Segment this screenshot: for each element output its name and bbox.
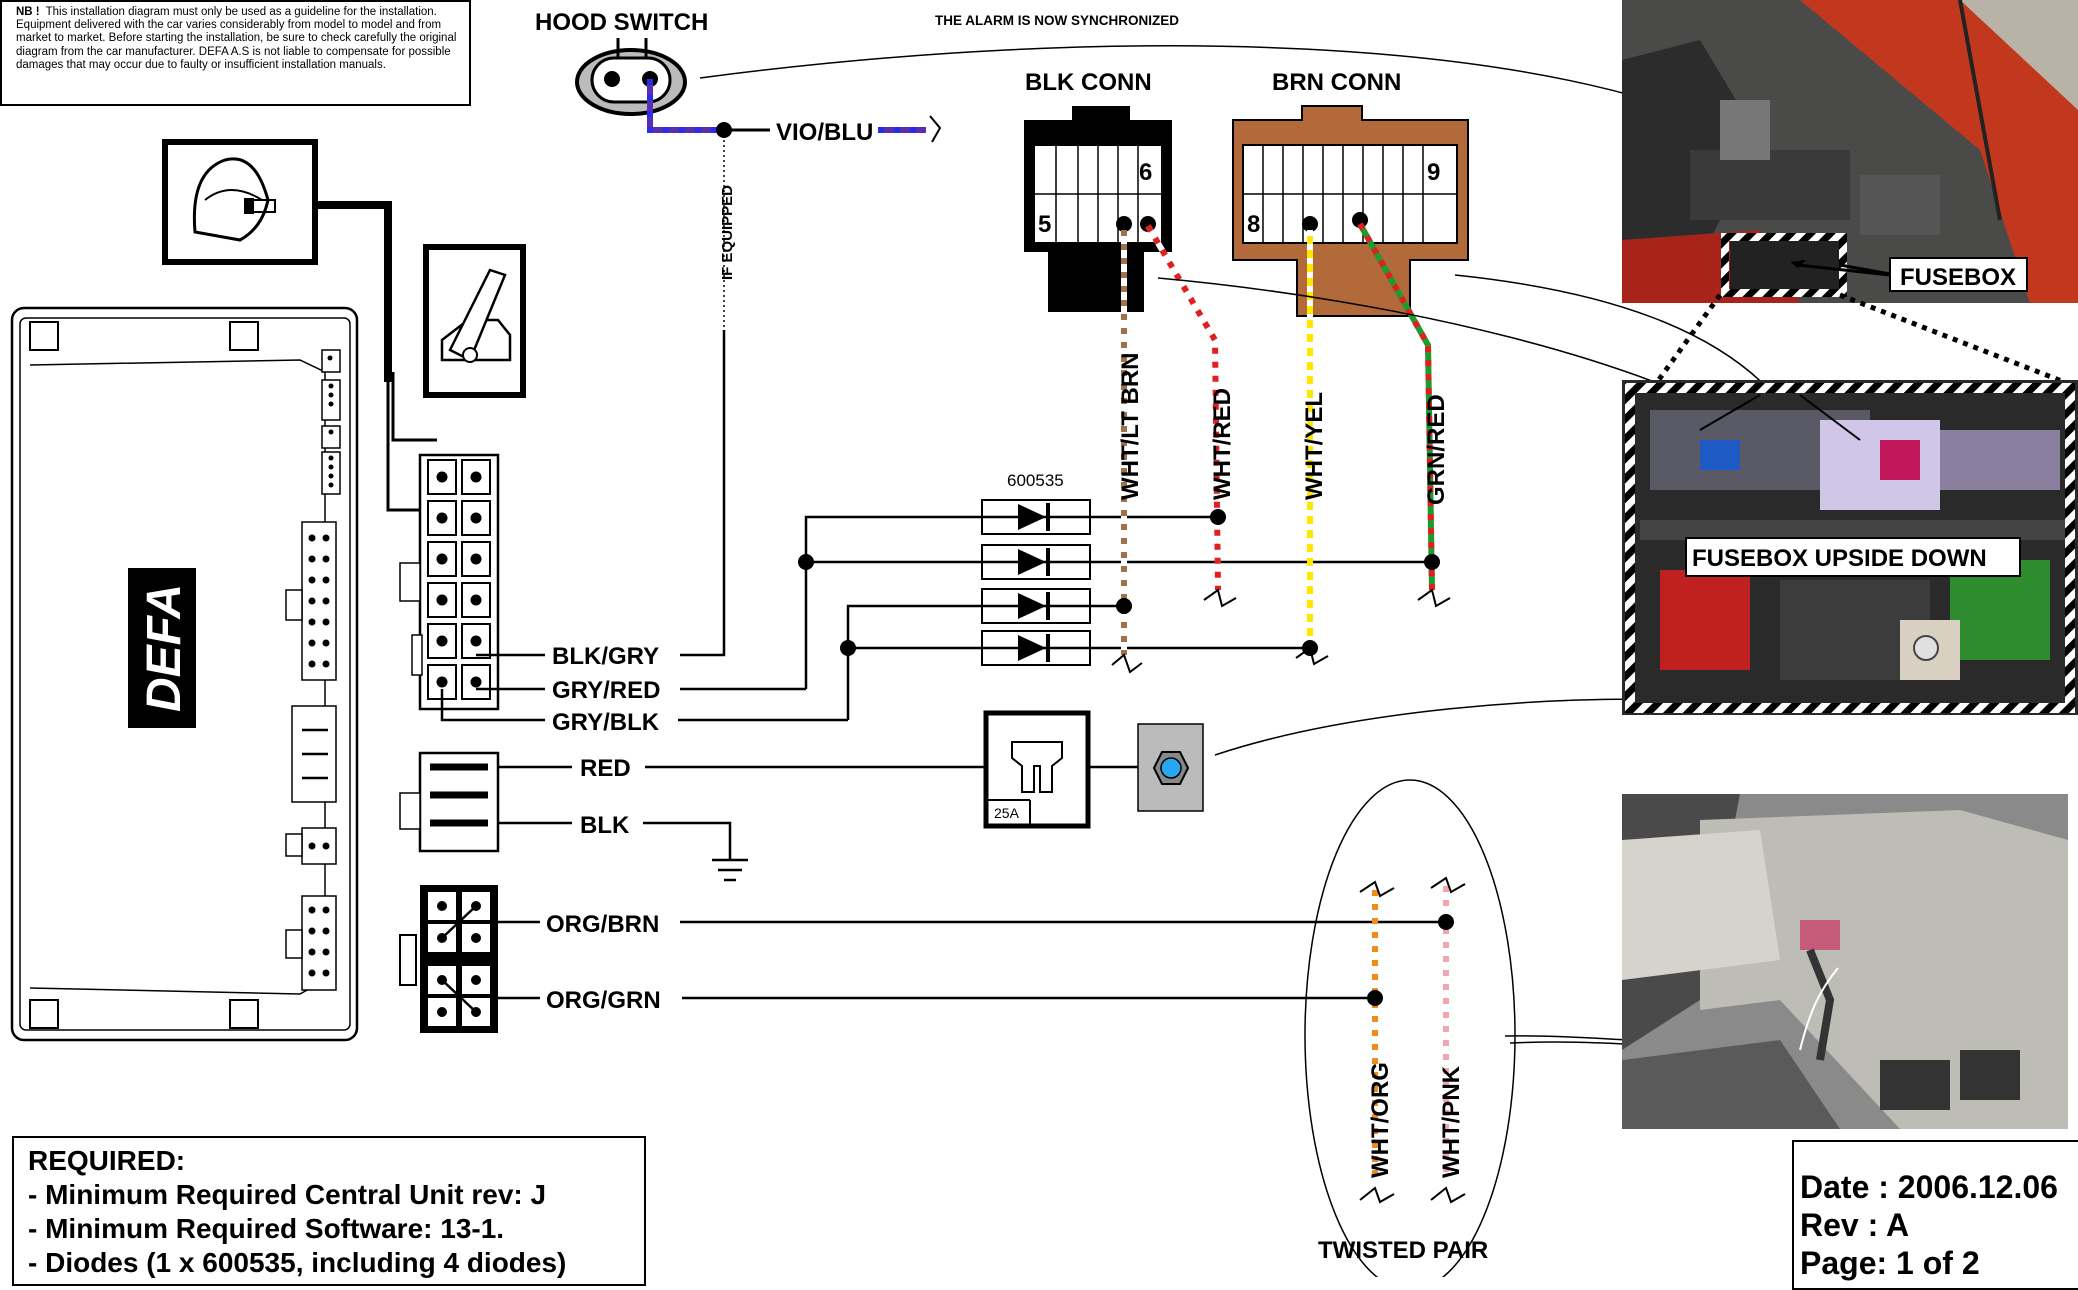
diode-icon	[981, 630, 1091, 666]
diode-icon	[981, 499, 1091, 535]
engine-bay-photo	[1622, 0, 2078, 303]
diode-pack	[981, 499, 1091, 666]
under-dash-photo	[1622, 794, 2068, 1129]
disclaimer-text: This installation diagram must only be u…	[16, 6, 457, 71]
wire-label-grn-red: GRN/RED	[1423, 394, 1450, 505]
diode-part-number: 600535	[1007, 471, 1064, 490]
disclaimer-label: NB !	[16, 6, 40, 18]
sync-message: THE ALARM IS NOW SYNCHRONIZED	[935, 13, 1179, 28]
brn-conn-pin-8: 8	[1247, 211, 1260, 238]
wire-label-red: RED	[580, 755, 631, 782]
fusebox-photo	[1622, 380, 2078, 715]
requirement-item: - Minimum Required Central Unit rev: J	[28, 1179, 547, 1210]
wire-label-blk: BLK	[580, 812, 630, 839]
requirement-item: - Minimum Required Software: 13-1.	[28, 1213, 505, 1244]
wire-wht-red	[1145, 224, 1221, 591]
wire-label-gry-blk: GRY/BLK	[552, 709, 660, 736]
vio-blu-wire-label: VIO/BLU	[776, 119, 873, 146]
wire-label-blk-gry: BLK/GRY	[552, 643, 659, 670]
blk-conn-pin-5: 5	[1038, 211, 1051, 238]
blk-conn-title: BLK CONN	[1025, 69, 1152, 96]
requirements-title: REQUIRED:	[28, 1145, 186, 1176]
brn-conn-pin-9: 9	[1427, 159, 1440, 186]
connector-pin	[436, 471, 448, 483]
document-info-box: Date : 2006.12.06 Rev : A Page: 1 of 2	[1792, 1140, 2078, 1290]
connector-pin	[470, 594, 482, 606]
disclaimer-note: NB !This installation diagram must only …	[0, 0, 471, 106]
connector-pin	[436, 594, 448, 606]
connector-pin	[436, 512, 448, 524]
ground-icon	[712, 858, 748, 882]
wire-label-org-grn: ORG/GRN	[546, 987, 661, 1014]
diode-icon	[981, 544, 1091, 580]
defa-logo: DEFA	[128, 568, 196, 728]
wire-label-org-brn: ORG/BRN	[546, 911, 659, 938]
brn-conn-title: BRN CONN	[1272, 69, 1401, 96]
connector-pin	[470, 676, 482, 688]
hood-switch-title: HOOD SWITCH	[535, 9, 708, 36]
svg-text:DEFA: DEFA	[138, 584, 191, 712]
requirement-item: - Diodes (1 x 600535, including 4 diodes…	[28, 1247, 567, 1278]
connector-pin	[436, 676, 448, 688]
if-equipped-label: IF EQUIPPED	[719, 185, 736, 280]
connector-pin	[436, 553, 448, 565]
wire-label-wht-org: WHT/ORG	[1367, 1062, 1394, 1178]
connector-pin	[470, 553, 482, 565]
connector-pin	[436, 635, 448, 647]
connector-pin	[470, 471, 482, 483]
wire-label-wht-yel: WHT/YEL	[1301, 392, 1328, 500]
blk-connector	[1024, 106, 1172, 312]
blk-conn-pin-6: 6	[1139, 159, 1152, 186]
document-page: Page: 1 of 2	[1800, 1245, 1980, 1281]
fuse-icon	[983, 710, 1091, 829]
twisted-pair-ellipse	[1304, 779, 1516, 1277]
fuse-rating: 25A	[994, 805, 1020, 821]
wire-grn-red	[1357, 222, 1435, 591]
diode-icon	[981, 588, 1091, 624]
wire-label-wht-lt-brn: WHT/LT BRN	[1117, 352, 1144, 500]
siren-icon	[162, 139, 318, 265]
wire-label-wht-red: WHT/RED	[1209, 388, 1236, 500]
can-connector	[399, 885, 498, 1033]
document-date: Date : 2006.12.06	[1800, 1169, 2058, 1205]
document-revision: Rev : A	[1800, 1207, 1910, 1243]
wire-label-gry-red: GRY/RED	[552, 677, 660, 704]
battery-terminal-icon	[1137, 723, 1204, 812]
connector-pin	[470, 512, 482, 524]
wire-label-wht-pnk: WHT/PNK	[1438, 1065, 1465, 1178]
fusebox-upside-down-label: FUSEBOX UPSIDE DOWN	[1692, 545, 1987, 572]
fusebox-label: FUSEBOX	[1900, 264, 2016, 291]
connector-pin	[470, 635, 482, 647]
brn-connector	[1232, 105, 1469, 317]
power-connector	[399, 751, 500, 853]
pin-switch-icon	[423, 244, 526, 398]
twisted-pair-label: TWISTED PAIR	[1318, 1237, 1488, 1264]
unit-connector-pins	[308, 355, 334, 977]
hood-switch-icon	[575, 38, 687, 116]
requirements-box: REQUIRED: - Minimum Required Central Uni…	[12, 1136, 646, 1286]
